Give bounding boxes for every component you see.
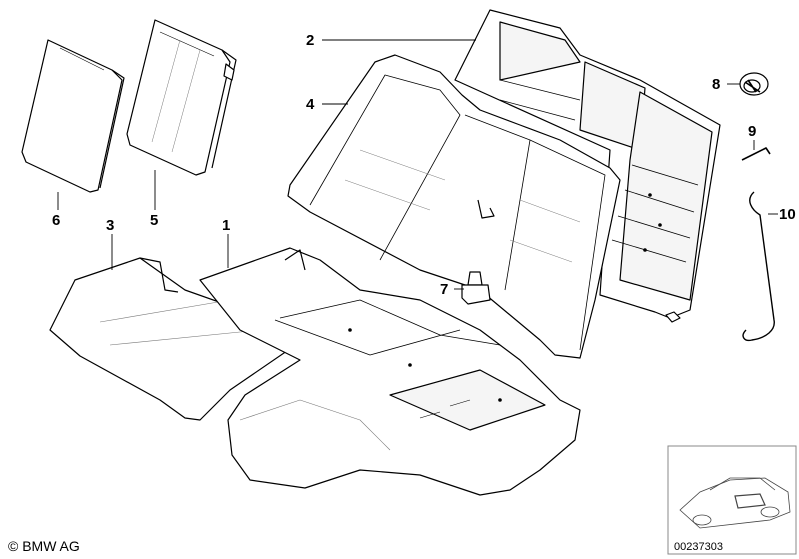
part-10-wire	[742, 191, 775, 342]
callout-3: 3	[106, 217, 115, 234]
part-5-center-panel	[126, 19, 237, 176]
vehicle-thumbnail-inset	[667, 445, 797, 555]
callout-8: 8	[712, 76, 721, 93]
part-7-fastener	[461, 271, 491, 305]
copyright-notice: © BMW AG	[8, 538, 80, 554]
callout-1: 1	[222, 217, 231, 234]
callout-7: 7	[440, 281, 449, 298]
callout-9: 9	[748, 123, 757, 140]
part-4-backrest-cover	[287, 54, 621, 359]
part-6-side-panel	[21, 39, 125, 193]
part-1-seat-frame	[199, 247, 581, 496]
callout-4: 4	[306, 96, 315, 113]
part-9-hook	[741, 147, 771, 161]
callout-10: 10	[779, 206, 796, 223]
callout-5: 5	[150, 212, 159, 229]
document-number: 00237303	[672, 541, 725, 553]
callout-6: 6	[52, 212, 61, 229]
callout-2: 2	[306, 32, 315, 49]
part-3-seat-cushion-left	[49, 257, 301, 421]
part-8-clip	[739, 72, 769, 96]
leader-lines	[57, 39, 778, 290]
part-2-backrest-frame	[454, 9, 721, 323]
